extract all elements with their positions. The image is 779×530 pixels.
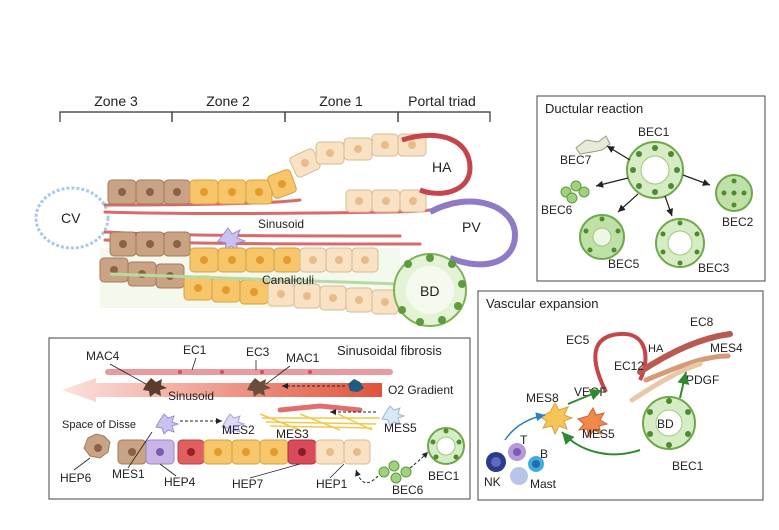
dr-bec2-label: BEC2 — [722, 215, 754, 229]
sf-hep1-label: HEP1 — [316, 477, 348, 491]
sf-hep4-label: HEP4 — [164, 475, 196, 489]
stellate-cell — [217, 227, 247, 253]
ve-mes4-label: MES4 — [710, 341, 743, 355]
bd-label: BD — [420, 283, 439, 299]
bile-duct: BD — [393, 253, 467, 327]
dr-bec6-label: BEC6 — [541, 203, 573, 217]
sf-hep6-label: HEP6 — [60, 471, 92, 485]
central-vein — [34, 186, 110, 250]
sf-mes3-label: MES3 — [276, 427, 309, 441]
ve-nk-label: NK — [484, 475, 501, 489]
upper-hepatocyte-plate — [107, 133, 427, 213]
sf-hep7-label: HEP7 — [232, 477, 264, 491]
sf-sinusoid-label: Sinusoid — [168, 389, 214, 403]
o2-gradient-arrow — [62, 378, 382, 402]
lower-hepatocyte-plates — [99, 231, 401, 315]
dr-bec3-label: BEC3 — [698, 261, 730, 275]
sf-ec1-label: EC1 — [183, 343, 207, 357]
sf-mac4-label: MAC4 — [86, 349, 120, 363]
ve-bec1-label: BEC1 — [672, 459, 704, 473]
sf-o2-gradient-label: O2 Gradient — [388, 383, 454, 397]
ductular-reaction-title: Ductular reaction — [545, 101, 643, 116]
cv-label: CV — [61, 210, 81, 226]
sinusoidal-fibrosis-panel: Sinusoidal fibrosis O2 Gradient Sinusoid… — [48, 337, 471, 500]
sf-title: Sinusoidal fibrosis — [337, 343, 442, 358]
ve-ec12-label: EC12 — [614, 359, 644, 373]
sf-bec6-label: BEC6 — [392, 483, 424, 497]
zone2-label: Zone 2 — [206, 93, 250, 109]
hepatic-artery — [401, 132, 473, 196]
sf-mes1-label: MES1 — [112, 467, 145, 481]
portal-vein — [428, 198, 519, 268]
ve-b-label: B — [540, 447, 548, 461]
sf-mes5-label: MES5 — [384, 421, 417, 435]
vascular-expansion-panel: Vascular expansion EC5 EC8 HA EC12 MES4 … — [477, 290, 764, 501]
sf-ec3-label: EC3 — [246, 345, 270, 359]
ductular-reaction-panel: Ductular reaction BEC1 BEC7 BEC6 BEC2 BE… — [536, 95, 766, 282]
dr-bec7-label: BEC7 — [560, 153, 592, 167]
ve-pdgf-label: PDGF — [686, 373, 719, 387]
portal-triad-label: Portal triad — [408, 93, 476, 109]
sf-bec1-label: BEC1 — [428, 469, 460, 483]
ve-t-label: T — [520, 433, 528, 447]
ve-ec5-label: EC5 — [566, 333, 590, 347]
zone3-label: Zone 3 — [94, 93, 138, 109]
sf-hepatocyte-row — [83, 433, 371, 465]
dr-bec5-label: BEC5 — [608, 257, 640, 271]
zone-brackets: Zone 3 Zone 2 Zone 1 Portal triad — [59, 93, 491, 122]
ve-vegf-label: VEGF — [574, 385, 607, 399]
canaliculi-label: Canaliculi — [262, 273, 314, 287]
sf-mes2-label: MES2 — [222, 423, 255, 437]
ha-label: HA — [432, 159, 452, 175]
ve-ec8-label: EC8 — [690, 315, 714, 329]
dr-bec1-label: BEC1 — [638, 125, 670, 139]
vascular-expansion-title: Vascular expansion — [486, 296, 599, 311]
sf-space-of-disse-label: Space of Disse — [62, 419, 136, 431]
ve-ha-label: HA — [648, 343, 664, 355]
sinusoid-label: Sinusoid — [258, 217, 304, 231]
zone1-label: Zone 1 — [319, 93, 363, 109]
lobule-schematic: CV — [34, 132, 519, 327]
ve-bd-label: BD — [657, 417, 674, 431]
ve-mast-label: Mast — [530, 477, 557, 491]
ve-mes8-label: MES8 — [526, 391, 559, 405]
ve-mes5-label: MES5 — [582, 427, 615, 441]
pv-label: PV — [462, 219, 481, 235]
sf-mac1-label: MAC1 — [286, 351, 320, 365]
